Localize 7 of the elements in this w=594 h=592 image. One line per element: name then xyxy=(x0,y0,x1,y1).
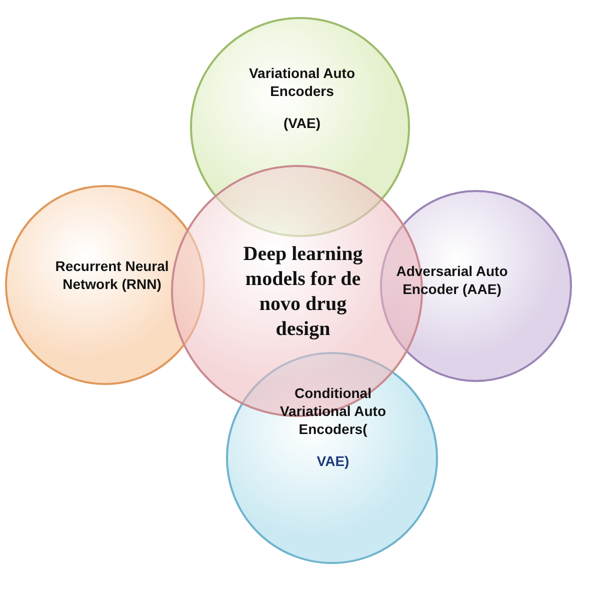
model-label: (VAE) xyxy=(282,114,322,132)
model-label: Adversarial Auto Encoder (AAE) xyxy=(395,262,509,298)
model-label: Recurrent Neural Network (RNN) xyxy=(54,257,170,293)
model-label: VAE) xyxy=(316,452,350,470)
center-title: Deep learning models for de novo drug design xyxy=(242,242,364,342)
model-label: Conditional Variational Auto Encoders( xyxy=(278,384,388,438)
model-label: Variational Auto Encoders xyxy=(248,64,356,100)
